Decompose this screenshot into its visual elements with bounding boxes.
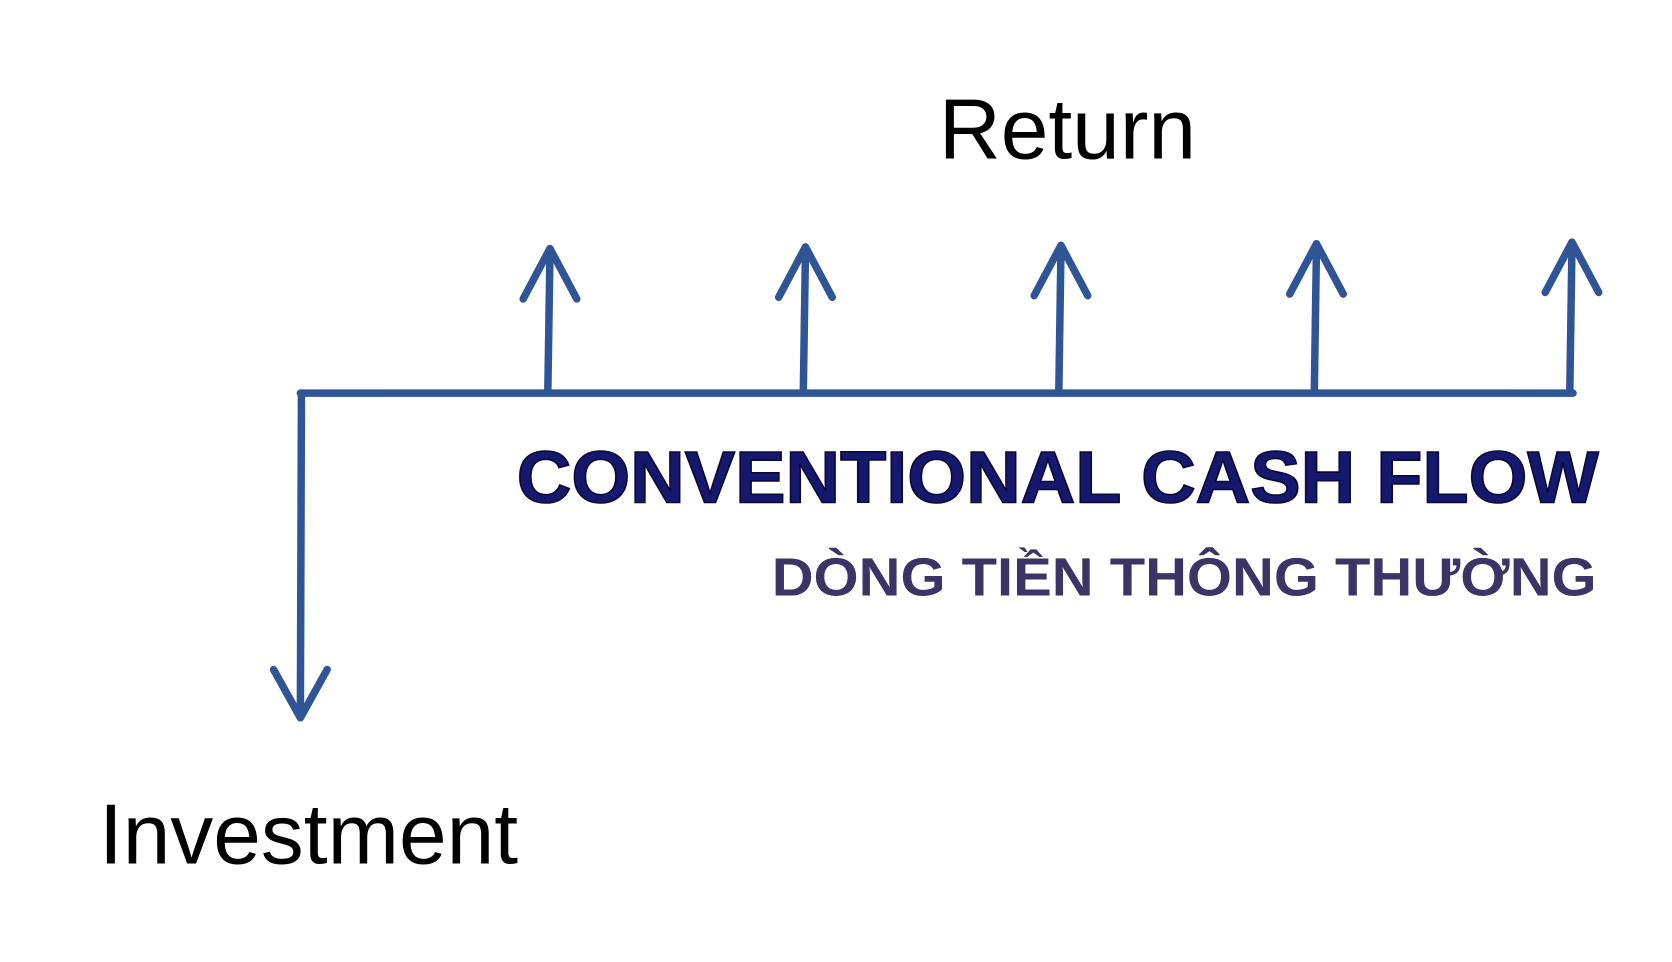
return-arrowhead: [1285, 239, 1347, 298]
return-arrow-shaft: [1055, 245, 1065, 395]
return-arrowhead: [774, 243, 837, 302]
investment-arrowhead: [269, 665, 331, 722]
return-arrow-shaft: [799, 247, 810, 395]
return-arrowhead: [519, 244, 581, 303]
return-arrowhead: [1030, 241, 1092, 300]
return-arrow-shaft: [1566, 242, 1576, 395]
return-arrow-shaft: [544, 249, 554, 395]
return-arrow-shaft: [1310, 244, 1321, 395]
diagram-subtitle: DÒNG TIỀN THÔNG THƯỜNG: [772, 547, 1597, 608]
diagram-title: CONVENTIONAL CASH FLOW: [517, 437, 1599, 518]
return-arrowhead: [1541, 238, 1603, 297]
return-label: Return: [939, 82, 1196, 178]
investment-arrow-shaft: [296, 389, 306, 720]
investment-label: Investment: [99, 786, 518, 882]
